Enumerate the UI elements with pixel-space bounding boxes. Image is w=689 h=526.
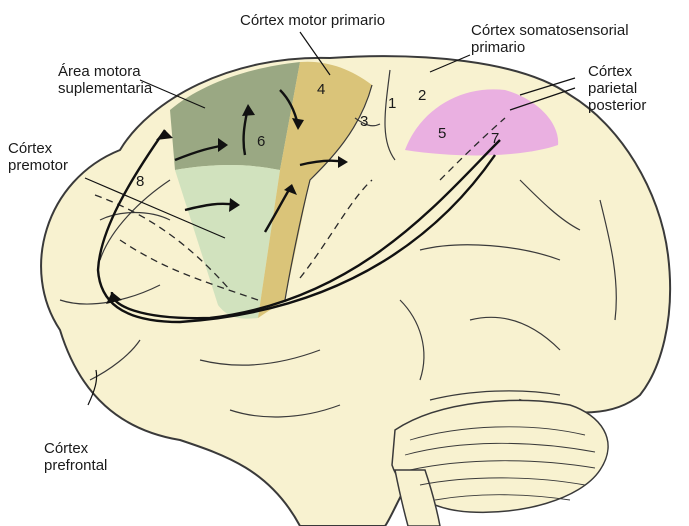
area-number-1: 1 — [388, 95, 397, 112]
area-number-2: 2 — [418, 87, 427, 104]
brainstem — [394, 469, 441, 526]
label-posterior-parietal-cortex-line2: parietal — [588, 80, 638, 97]
connection-arrows — [96, 89, 501, 324]
supplementary-area — [170, 62, 300, 170]
cerebellum-folia — [404, 426, 596, 501]
primary-motor-area — [258, 61, 372, 318]
label-prefrontal-cortex-line2: prefrontal — [44, 457, 108, 474]
area-number-8: 8 — [136, 173, 145, 190]
label-premotor-cortex-line2: premotor — [8, 157, 69, 174]
area-number-6: 6 — [257, 133, 266, 150]
label-prefrontal-cortex: Córtex — [44, 440, 89, 457]
area-number-5: 5 — [438, 125, 447, 142]
label-somatosensory-cortex: Córtex somatosensorial — [471, 22, 629, 39]
label-primary-motor-cortex: Córtex motor primario — [240, 12, 386, 29]
label-premotor-cortex: Córtex — [8, 140, 53, 157]
label-leader-lines — [84, 31, 576, 406]
arrow-heads — [106, 104, 348, 304]
label-supplementary-motor-area-line2: suplementaria — [58, 80, 153, 97]
label-supplementary-motor-area: Área motora — [58, 63, 141, 80]
area-number-7: 7 — [491, 130, 500, 147]
label-somatosensory-cortex-line2: primario — [471, 39, 526, 56]
premotor-area — [175, 165, 280, 319]
area-number-3: 3 — [360, 113, 369, 130]
label-posterior-parietal-cortex-line3: posterior — [588, 97, 647, 114]
dashed-lines — [94, 117, 506, 301]
label-posterior-parietal-cortex: Córtex — [588, 63, 633, 80]
posterior-parietal-area — [405, 89, 559, 156]
area-number-4: 4 — [317, 81, 326, 98]
